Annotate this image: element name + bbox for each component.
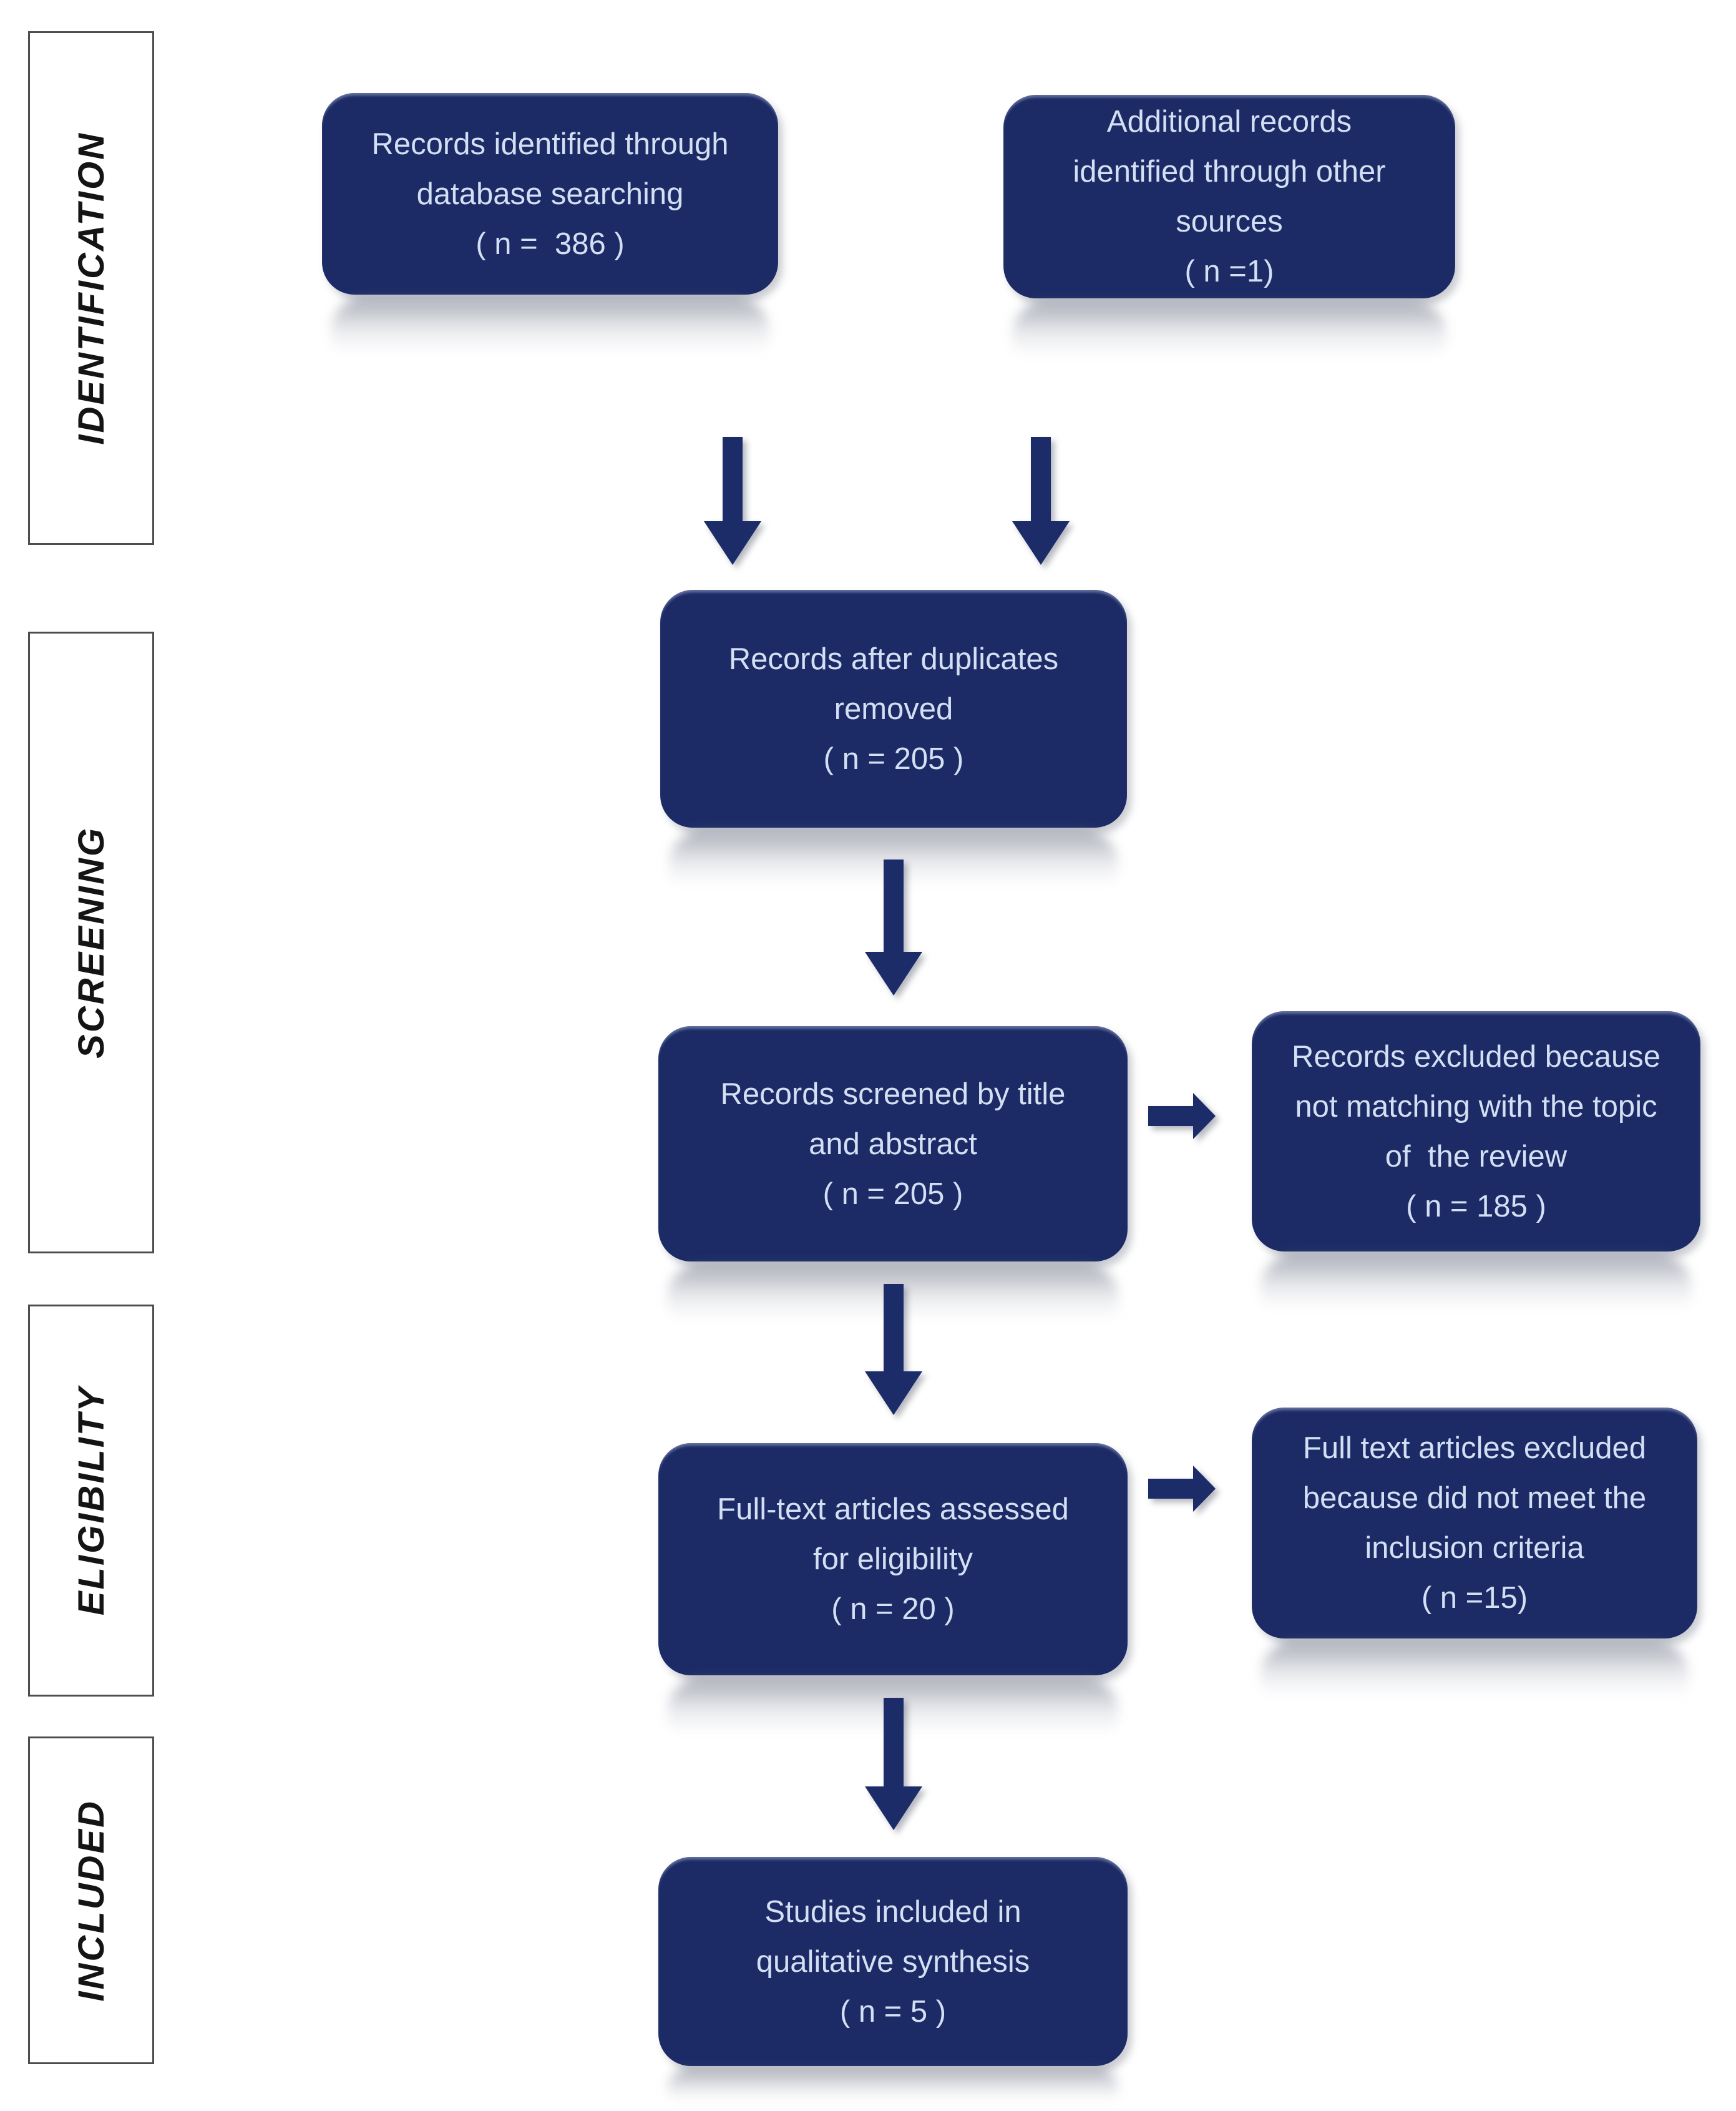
box-line: Records excluded because (1291, 1039, 1661, 1074)
box-duplicates-removed: Records after duplicates removed ( n = 2… (660, 590, 1127, 828)
box-count: ( n = 185 ) (1406, 1189, 1546, 1223)
arrow-down-additional-icon (1012, 437, 1070, 565)
stage-box-eligibility: ELIGIBILITY (28, 1305, 154, 1697)
box-fulltext-excluded: Full text articles excluded because did … (1252, 1408, 1697, 1638)
box-line: of the review (1385, 1139, 1568, 1173)
arrow-right-excluded-fulltext-icon (1148, 1466, 1216, 1512)
box-reflection (1261, 1641, 1689, 1713)
box-reflection (667, 2069, 1119, 2111)
box-line: Records screened by title (720, 1077, 1066, 1111)
box-line: Full text articles excluded (1302, 1431, 1647, 1465)
box-line: qualitative synthesis (756, 1944, 1030, 1979)
box-count: ( n = 205 ) (823, 742, 964, 776)
box-records-excluded: Records excluded because not matching wi… (1252, 1011, 1700, 1251)
box-line: Additional records (1106, 105, 1352, 139)
box-studies-included: Studies included in qualitative synthesi… (658, 1857, 1128, 2066)
stage-box-identification: IDENTIFICATION (28, 31, 154, 545)
arrow-down-screened-icon (865, 1284, 922, 1415)
box-reflection (331, 297, 769, 369)
stage-label-identification: IDENTIFICATION (71, 131, 112, 445)
stage-label-included: INCLUDED (71, 1799, 112, 2002)
box-line: Full-text articles assessed (717, 1492, 1069, 1526)
box-count: ( n =15) (1421, 1581, 1528, 1615)
box-count: ( n = 20 ) (831, 1592, 955, 1626)
box-line: sources (1176, 205, 1283, 238)
box-line: identified through other (1073, 155, 1386, 189)
stage-box-included: INCLUDED (28, 1736, 154, 2064)
box-line: removed (834, 692, 953, 726)
arrow-right-excluded-screening-icon (1148, 1093, 1216, 1139)
box-line: and abstract (809, 1127, 977, 1161)
stage-label-eligibility: ELIGIBILITY (71, 1385, 112, 1616)
box-records-identified: Records identified through database sear… (322, 93, 778, 295)
box-line: Records identified through (371, 127, 729, 161)
arrow-down-eligibility-icon (865, 1698, 922, 1830)
box-count: ( n = 5 ) (839, 1994, 947, 2029)
box-reflection (1261, 1254, 1692, 1326)
box-line: because did not meet the (1302, 1481, 1647, 1515)
box-count: ( n =1) (1184, 255, 1274, 288)
box-line: not matching with the topic (1295, 1089, 1657, 1124)
arrow-down-identified-icon (704, 437, 761, 565)
box-reflection (1012, 301, 1446, 373)
box-records-screened: Records screened by title and abstract (… (658, 1026, 1128, 1261)
box-count: ( n = 205 ) (822, 1177, 963, 1211)
box-line: Studies included in (764, 1894, 1022, 1929)
box-line: Records after duplicates (728, 642, 1059, 676)
stage-label-screening: SCREENING (71, 826, 112, 1059)
arrow-down-duplicates-icon (865, 860, 922, 996)
box-count: ( n = 386 ) (475, 227, 625, 261)
stage-box-screening: SCREENING (28, 632, 154, 1253)
box-line: inclusion criteria (1365, 1531, 1584, 1565)
box-fulltext-assessed: Full-text articles assessed for eligibil… (658, 1443, 1128, 1675)
box-line: database searching (416, 177, 684, 211)
box-line: for eligibility (813, 1542, 973, 1576)
box-additional-records: Additional records identified through ot… (1003, 95, 1455, 298)
